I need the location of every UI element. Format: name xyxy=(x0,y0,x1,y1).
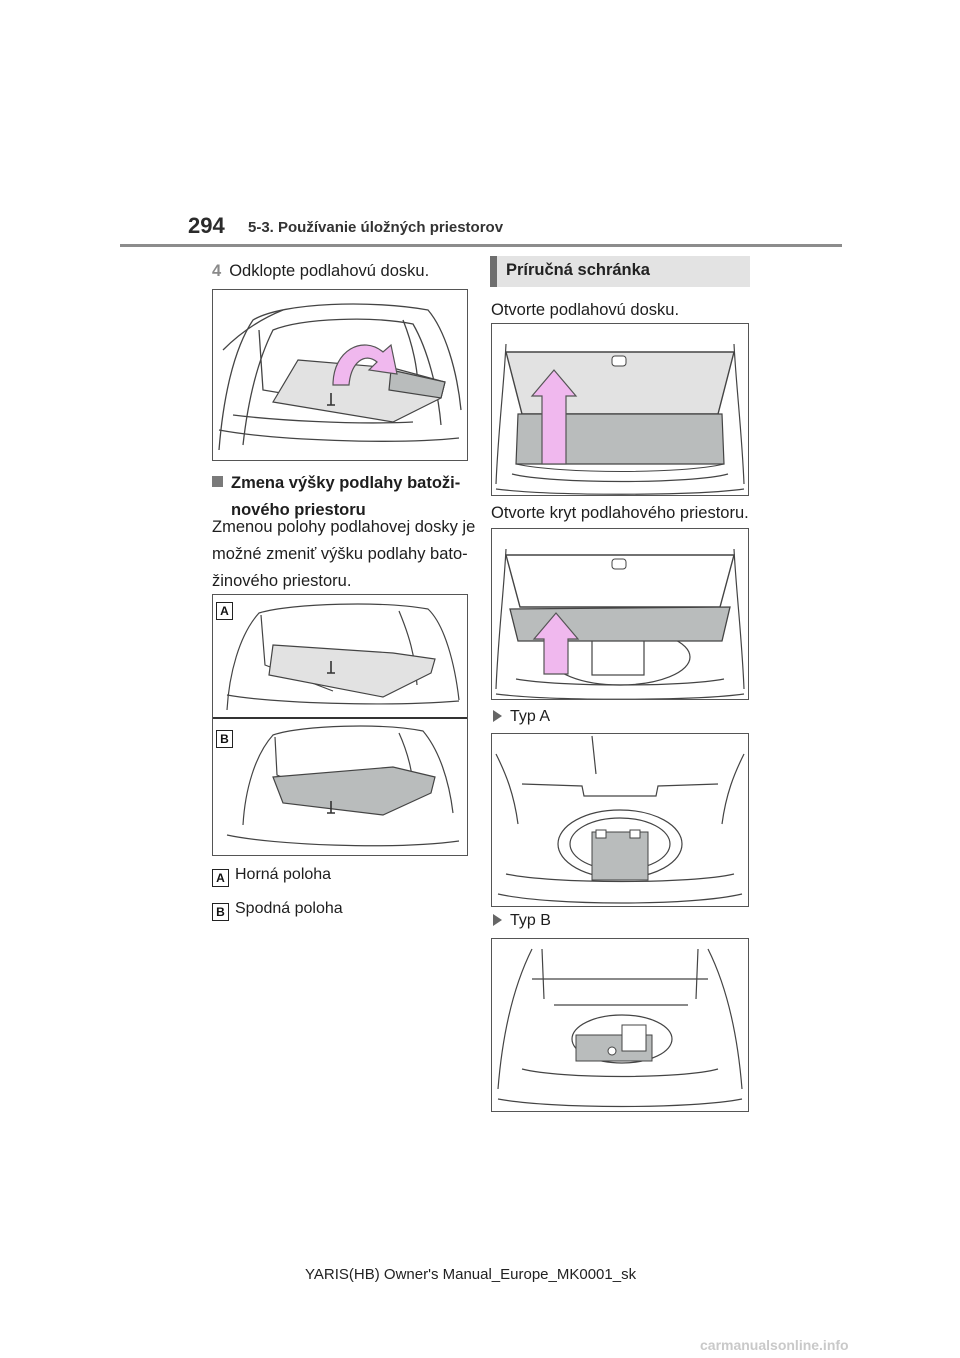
illustration-type-b xyxy=(491,938,749,1112)
up-arrow-icon xyxy=(532,612,580,675)
watermark: carmanualsonline.info xyxy=(700,1337,849,1353)
section-header: 5-3. Používanie úložných priestorov xyxy=(248,219,504,236)
curved-arrow-icon xyxy=(332,343,398,386)
triangle-bullet-icon xyxy=(493,914,502,926)
illustration-open-floor-board xyxy=(212,289,468,461)
square-bullet-icon xyxy=(212,476,223,487)
subheading: Zmena výšky podlahy batoži- nového pries… xyxy=(212,470,460,524)
divider-line xyxy=(213,717,467,719)
section-title: Príručná schránka xyxy=(506,261,650,279)
illustration-cover-raised xyxy=(491,528,749,700)
illustration-type-a xyxy=(491,733,749,907)
illustration-floor-positions xyxy=(212,594,468,856)
figure-label-a: A xyxy=(216,602,233,620)
body-text: Zmenou polohy podlahovej dosky je možné … xyxy=(212,518,476,590)
up-arrow-icon xyxy=(530,369,578,465)
step-4: 4 Odklopte podlahovú dosku. xyxy=(212,258,429,285)
figure-label-b: B xyxy=(216,730,233,748)
type-b-label: Typ B xyxy=(493,912,551,930)
type-a-label: Typ A xyxy=(493,708,550,726)
triangle-bullet-icon xyxy=(493,710,502,722)
illustration-board-raised xyxy=(491,323,749,496)
instruction-open-board: Otvorte podlahovú dosku. xyxy=(491,301,680,319)
page-number: 294 xyxy=(188,213,225,238)
header-rule xyxy=(120,244,842,247)
section-title-bar: Príručná schránka xyxy=(490,256,750,287)
instruction-open-cover: Otvorte kryt podlahového priestoru. xyxy=(491,504,749,522)
step-number: 4 xyxy=(212,262,222,280)
footer-manual-id: YARIS(HB) Owner's Manual_Europe_MK0001_s… xyxy=(305,1266,637,1283)
step-text: Odklopte podlahovú dosku. xyxy=(229,262,430,280)
